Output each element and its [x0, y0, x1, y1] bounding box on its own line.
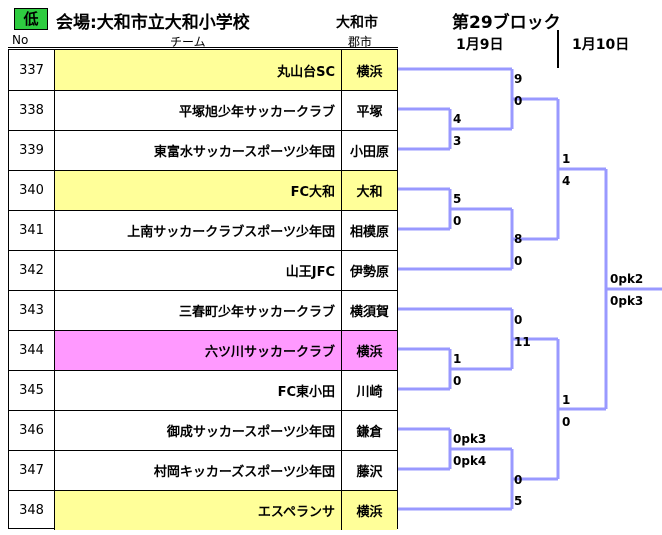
host-city: 大和市 — [336, 15, 378, 31]
team-city: 大和 — [342, 171, 397, 210]
team-number: 341 — [9, 211, 55, 250]
team-name: 東富水サッカースポーツ少年団 — [55, 131, 342, 170]
team-number: 344 — [9, 331, 55, 370]
team-name: 丸山台SC — [55, 50, 342, 90]
score-r2d-bottom: 5 — [514, 494, 523, 508]
team-number: 340 — [9, 171, 55, 210]
team-number: 338 — [9, 91, 55, 130]
team-city: 横浜 — [342, 331, 397, 370]
team-city: 横浜 — [342, 491, 397, 530]
team-number: 339 — [9, 131, 55, 170]
team-city: 藤沢 — [342, 451, 397, 490]
score-r2a-bottom: 0 — [514, 94, 523, 108]
score-r2b-top: 8 — [514, 232, 523, 246]
category-badge: 低 — [14, 8, 48, 30]
date-day2: 1月10日 — [572, 37, 630, 53]
team-number: 343 — [9, 291, 55, 330]
team-name: FC東小田 — [55, 371, 342, 410]
team-number: 348 — [9, 491, 55, 530]
score-r2a-top: 9 — [514, 72, 523, 86]
block-title: 第29ブロック — [452, 13, 561, 33]
score-r2d-top: 0 — [514, 473, 523, 487]
team-city: 伊勢原 — [342, 251, 397, 290]
score-m4-top: 0pk3 — [453, 432, 487, 446]
team-city: 相模原 — [342, 211, 397, 250]
score-r3b-top: 1 — [562, 393, 571, 407]
team-name: 村岡キッカーズスポーツ少年団 — [55, 451, 342, 490]
column-header-city: 郡市 — [348, 35, 373, 49]
team-city: 横浜 — [342, 50, 397, 90]
score-r2c-top: 0 — [514, 313, 523, 327]
score-final-top: 0pk2 — [610, 272, 644, 286]
team-name: FC大和 — [55, 171, 342, 210]
team-city: 鎌倉 — [342, 411, 397, 450]
team-number: 342 — [9, 251, 55, 290]
score-m2-top: 5 — [453, 192, 462, 206]
team-city: 平塚 — [342, 91, 397, 130]
score-r3b-bottom: 0 — [562, 415, 571, 429]
score-r2c-bottom: 11 — [514, 335, 531, 349]
column-header-team: チーム — [170, 35, 206, 49]
team-city: 川崎 — [342, 371, 397, 410]
score-r3a-top: 1 — [562, 152, 571, 166]
team-city: 横須賀 — [342, 291, 397, 330]
team-name: 上南サッカークラブスポーツ少年団 — [55, 211, 342, 250]
score-m3-top: 1 — [453, 352, 462, 366]
team-number: 345 — [9, 371, 55, 410]
team-name: 三春町少年サッカークラブ — [55, 291, 342, 330]
score-m1-top: 4 — [453, 112, 462, 126]
score-r2b-bottom: 0 — [514, 254, 523, 268]
header-divider — [8, 47, 398, 48]
column-header-no: No — [12, 33, 29, 47]
venue-title: 会場:大和市立大和小学校 — [56, 13, 250, 33]
team-number: 337 — [9, 50, 55, 90]
team-number: 347 — [9, 451, 55, 490]
score-r3a-bottom: 4 — [562, 174, 571, 188]
score-final-bottom: 0pk3 — [610, 294, 644, 308]
date-day1: 1月9日 — [456, 37, 504, 53]
team-number: 346 — [9, 411, 55, 450]
score-m4-bottom: 0pk4 — [453, 454, 487, 468]
team-city: 小田原 — [342, 131, 397, 170]
team-name: 山王JFC — [55, 251, 342, 290]
team-name: 六ツ川サッカークラブ — [55, 331, 342, 370]
score-m3-bottom: 0 — [453, 374, 462, 388]
score-m2-bottom: 0 — [453, 214, 462, 228]
team-name: 平塚旭少年サッカークラブ — [55, 91, 342, 130]
team-name: 御成サッカースポーツ少年団 — [55, 411, 342, 450]
score-m1-bottom: 3 — [453, 134, 462, 148]
team-name: エスペランサ — [55, 491, 342, 530]
